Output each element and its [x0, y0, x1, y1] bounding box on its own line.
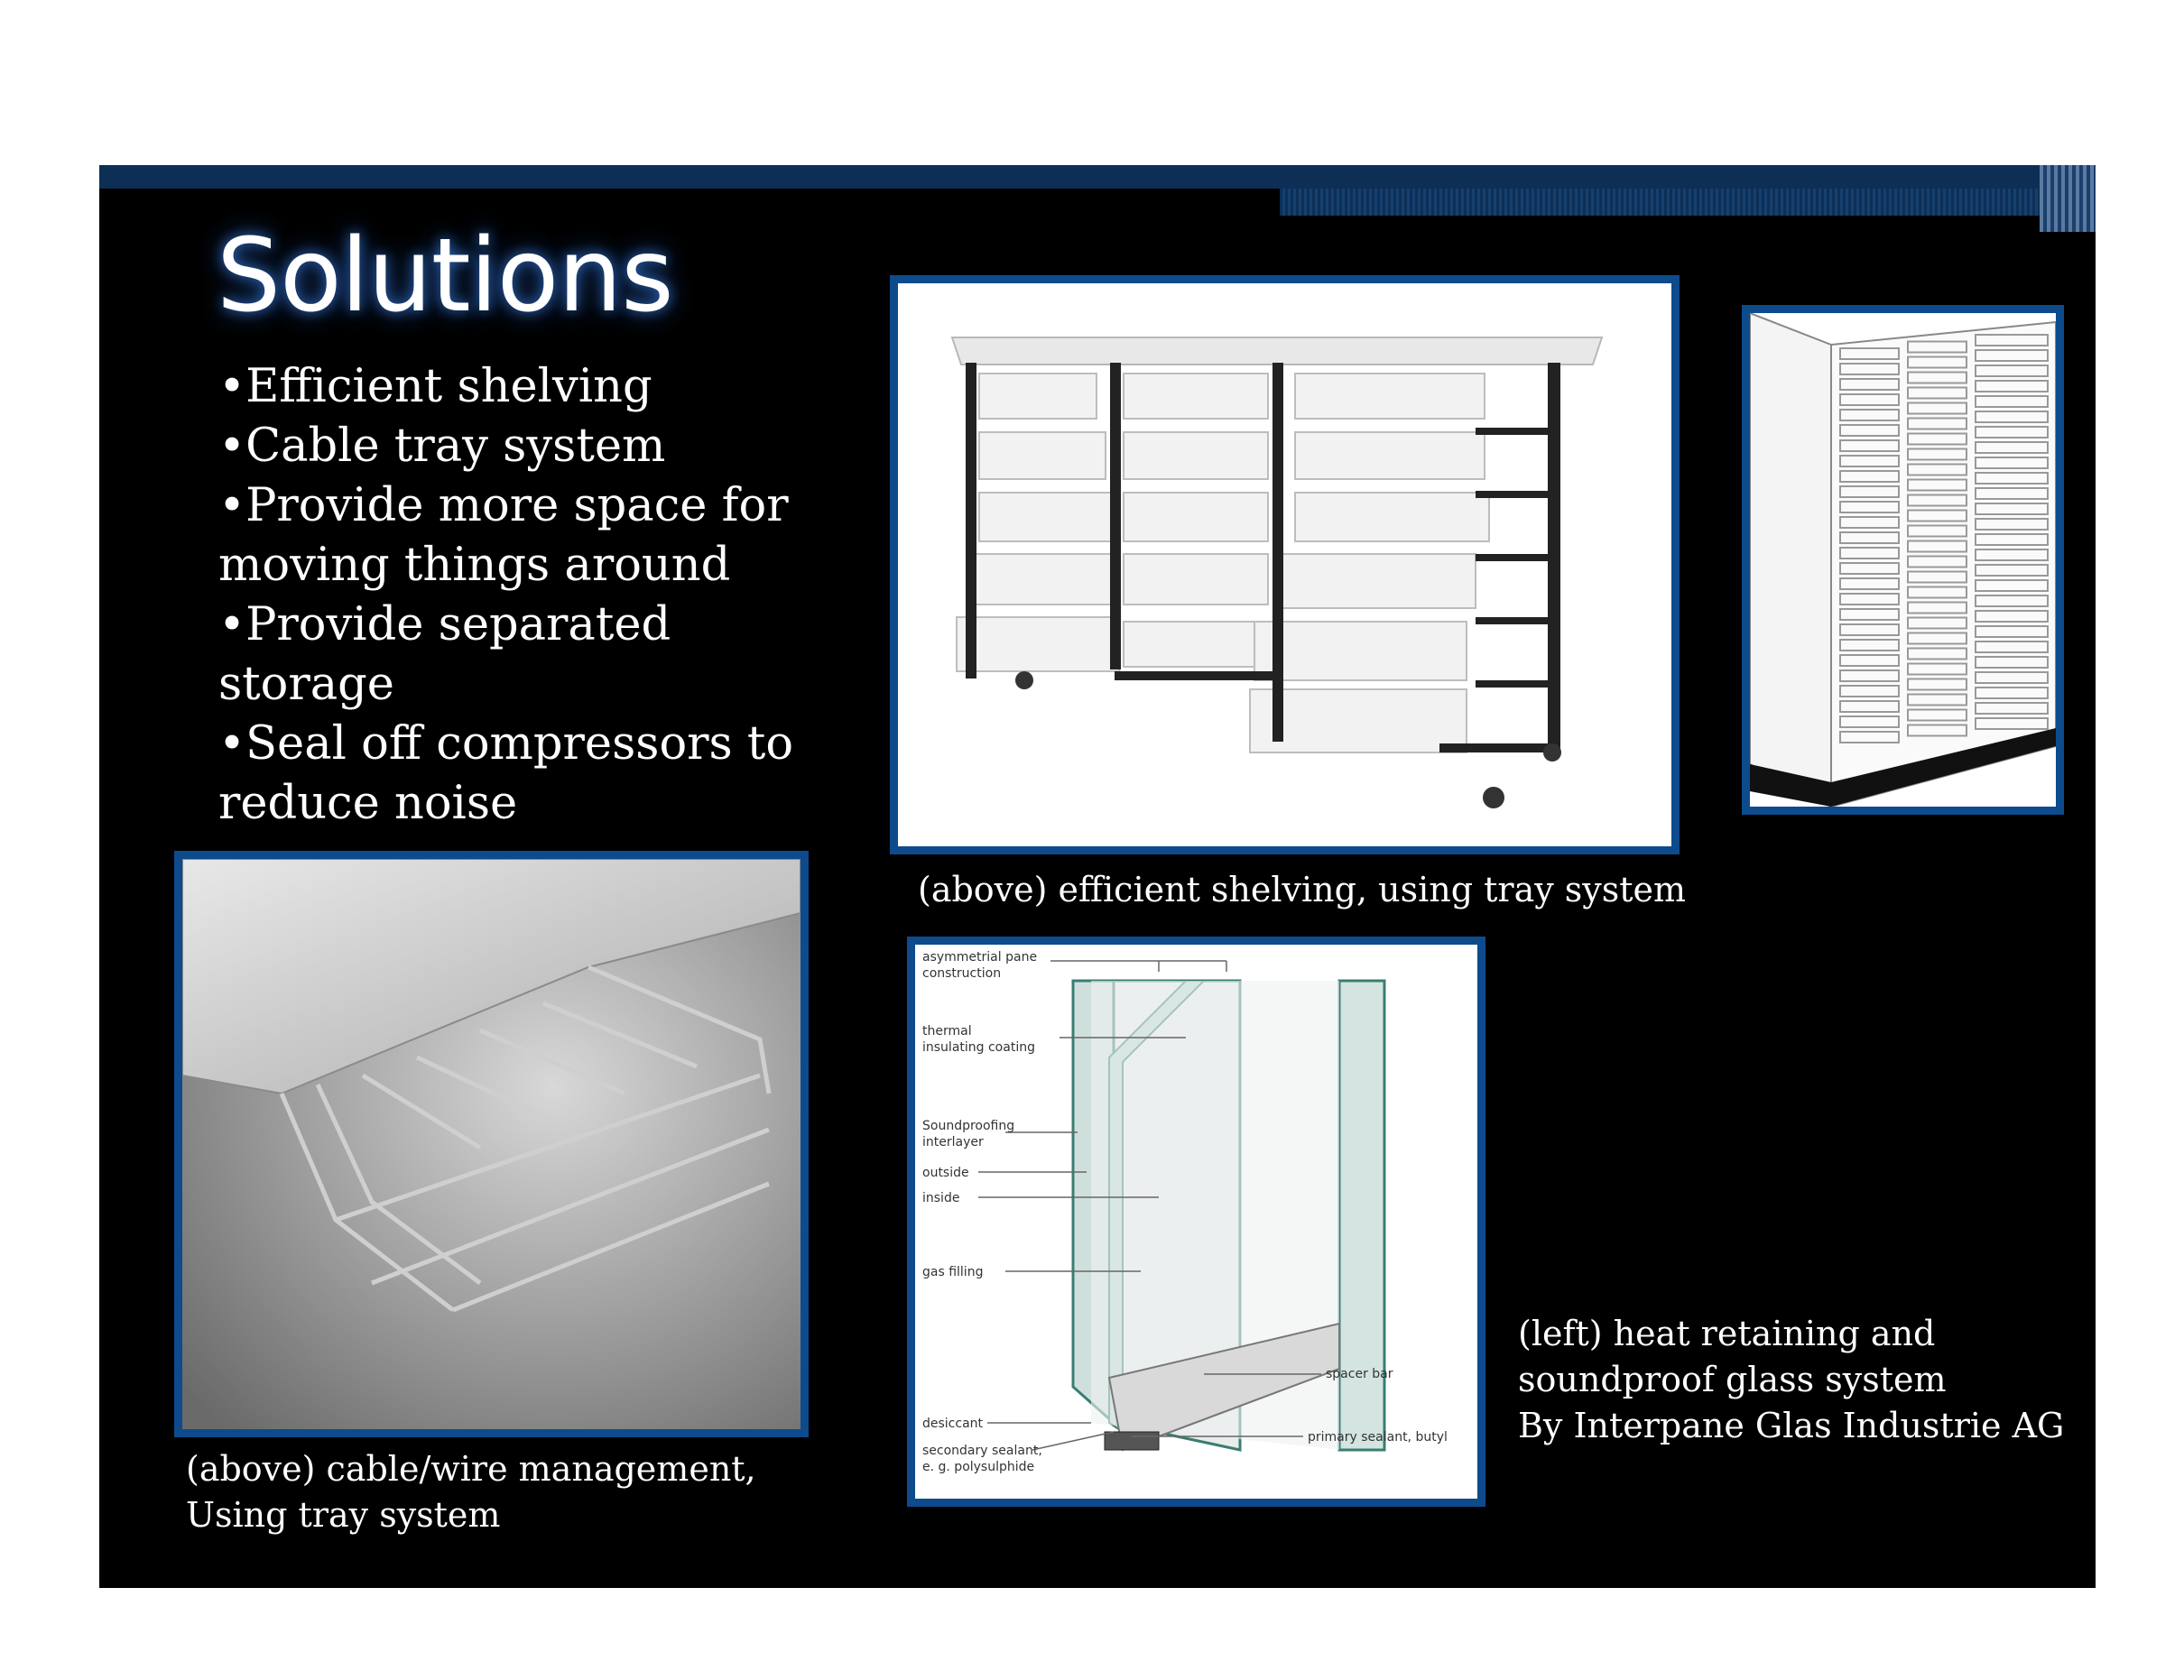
- bullet-item: •Provide separated storage: [218, 598, 671, 711]
- glass-caption-line: By Interpane Glas Industrie AG: [1518, 1406, 2065, 1445]
- slide: Solutions •Efficient shelving •Cable tra…: [99, 165, 2096, 1588]
- label-secondary-2: e. g. polysulphide: [922, 1460, 1034, 1474]
- glass-caption: (left) heat retaining and soundproof gla…: [1518, 1311, 2078, 1449]
- label-thermal-2: insulating coating: [922, 1040, 1035, 1055]
- glass-diagram-image: asymmetrial pane construction thermal in…: [907, 937, 1485, 1507]
- label-asym-1: asymmetrial pane: [922, 950, 1037, 965]
- cabinet-illustration: [1750, 313, 2056, 807]
- bullet-item: •Efficient shelving: [218, 360, 652, 413]
- label-spacer: spacer bar: [1326, 1367, 1393, 1381]
- cable-tray-illustration: [182, 859, 800, 1429]
- shelving-image: [890, 275, 1680, 854]
- label-secondary-1: secondary sealant,: [922, 1444, 1042, 1458]
- top-band-pattern: [1280, 189, 2096, 216]
- slide-title: Solutions: [217, 217, 674, 335]
- drawer-cabinet-image: [1742, 305, 2064, 815]
- glass-diagram: asymmetrial pane construction thermal in…: [915, 945, 1477, 1499]
- shelving-illustration: [898, 283, 1671, 846]
- label-inside: inside: [922, 1191, 959, 1205]
- label-outside: outside: [922, 1166, 969, 1180]
- cable-caption-line: (above) cable/wire management,: [186, 1449, 756, 1489]
- cable-caption: (above) cable/wire management, Using tra…: [186, 1446, 818, 1538]
- bullet-item: reduce noise: [218, 777, 518, 830]
- label-sound-1: Soundproofing: [922, 1119, 1014, 1133]
- cable-tray-image: [174, 851, 809, 1437]
- top-band-corner: [2040, 165, 2096, 232]
- label-desiccant: desiccant: [922, 1417, 984, 1431]
- glass-caption-line: soundproof glass system: [1518, 1360, 1947, 1399]
- bullet-item: •Seal off compressors to: [218, 717, 794, 771]
- label-asym-2: construction: [922, 966, 1001, 981]
- bullet-item: moving things around: [218, 539, 731, 592]
- cable-caption-line: Using tray system: [186, 1495, 501, 1535]
- label-thermal-1: thermal: [922, 1024, 972, 1038]
- label-primary: primary sealant, butyl: [1308, 1430, 1448, 1445]
- top-band: [99, 165, 2096, 189]
- bullet-item: •Provide more space for: [218, 479, 789, 532]
- label-gas: gas filling: [922, 1265, 983, 1279]
- bullet-item: •Cable tray system: [218, 420, 666, 473]
- bullet-list: •Efficient shelving •Cable tray system •…: [218, 357, 850, 834]
- glass-caption-line: (left) heat retaining and: [1518, 1314, 1936, 1353]
- shelving-caption: (above) efficient shelving, using tray s…: [918, 870, 1687, 909]
- label-sound-2: interlayer: [922, 1135, 984, 1149]
